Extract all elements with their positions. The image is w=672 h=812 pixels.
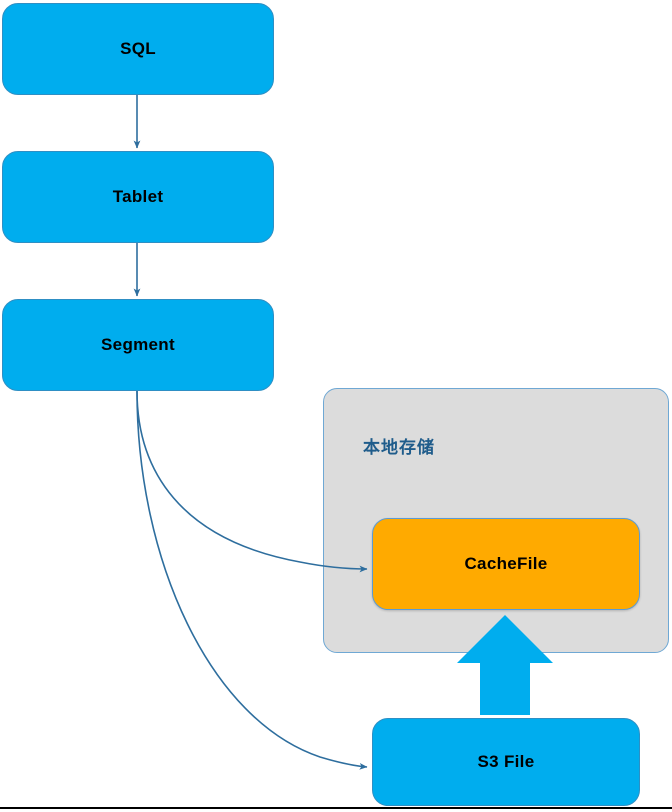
node-tablet-label: Tablet [112,187,164,206]
node-tablet[interactable]: Tablet [2,151,274,243]
node-cachefile[interactable]: CacheFile [372,518,640,610]
node-s3file[interactable]: S3 File [372,718,640,806]
container-local-storage-label: 本地存储 [363,438,435,457]
node-sql[interactable]: SQL [2,3,274,95]
node-segment-label: Segment [101,335,175,354]
node-sql-label: SQL [120,39,156,58]
node-s3file-label: S3 File [477,752,535,771]
bottom-divider [0,807,672,809]
node-cachefile-label: CacheFile [464,554,548,573]
node-segment[interactable]: Segment [2,299,274,391]
